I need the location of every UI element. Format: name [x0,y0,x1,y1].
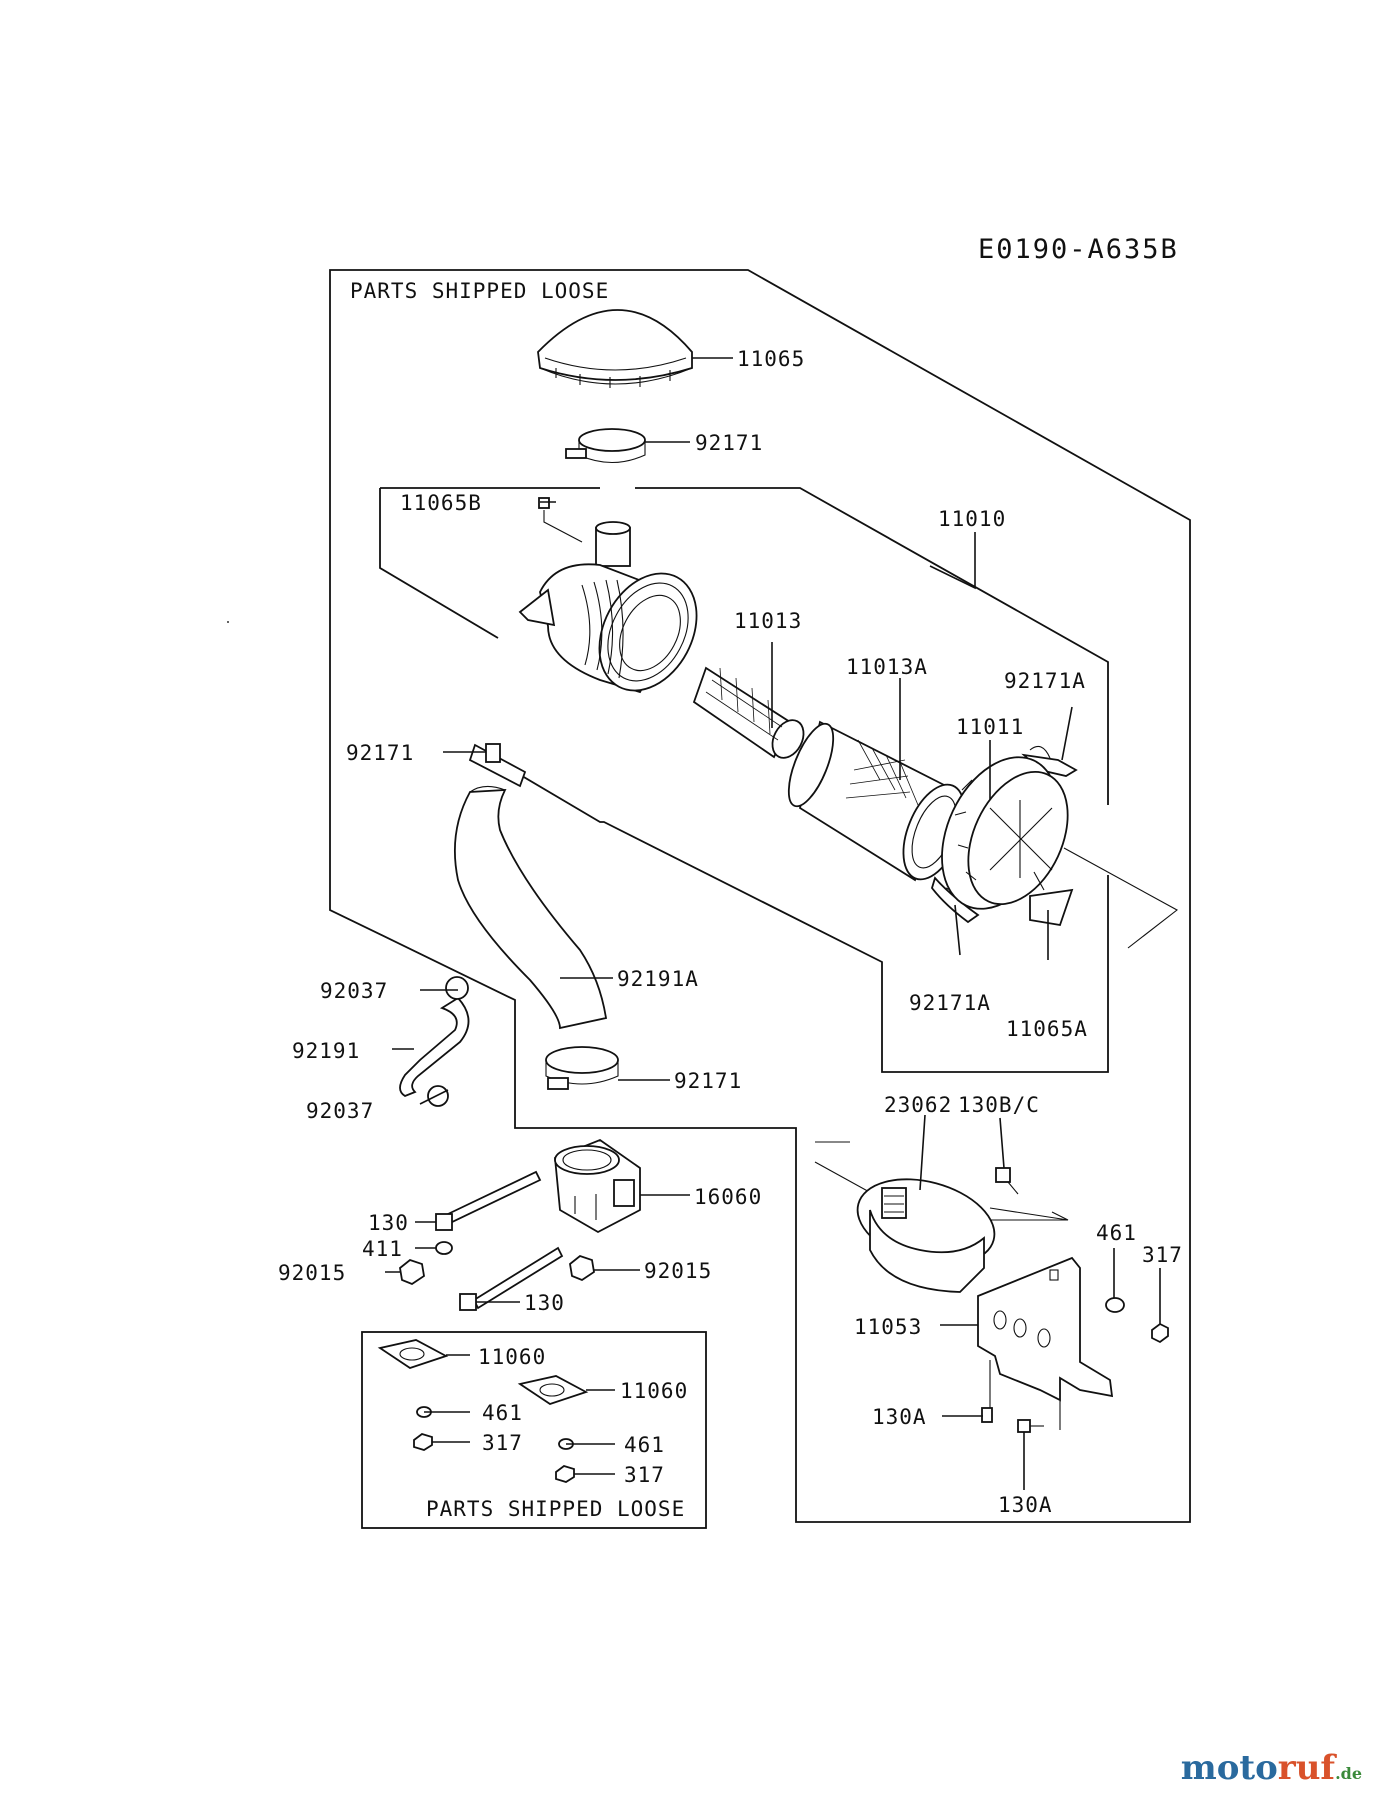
part-317-nut-right [1151,1322,1169,1344]
part-411-washer [435,1241,453,1255]
part-317-nut-a [413,1433,433,1451]
label-11060-a: 11060 [478,1345,546,1369]
label-461-a: 461 [482,1401,523,1425]
part-92015-nut-right [569,1254,595,1282]
label-461-b: 461 [624,1433,665,1457]
label-461-right: 461 [1096,1221,1137,1245]
label-11013: 11013 [734,609,802,633]
stray-dot [227,621,229,623]
part-130-bolt-upper [435,1170,542,1231]
part-11013-inner-element [692,666,805,759]
label-16060: 16060 [694,1185,762,1209]
watermark-part-c: .de [1335,1764,1362,1783]
label-92171A-top: 92171A [1004,669,1086,693]
label-11011: 11011 [956,715,1024,739]
part-92171-clamp-top [565,428,646,463]
part-317-nut-b [555,1465,575,1483]
label-317-b: 317 [624,1463,665,1487]
label-130A-a: 130A [872,1405,927,1429]
outline-parts-shipped-loose-bottom [361,1331,707,1529]
outline-11010-assembly [379,487,1109,1073]
label-11053: 11053 [854,1315,922,1339]
part-92015-nut-left [399,1258,425,1286]
part-92171-clamp-left [468,743,527,788]
part-461-washer-right [1105,1297,1125,1313]
bracket-11011 [1063,847,1178,949]
part-92191-small-hose [399,976,470,1107]
part-92171-clamp-bottom [545,1046,619,1090]
part-11065B-tab [538,497,583,543]
label-92171A-bottom: 92171A [909,991,991,1015]
label-92037-bottom: 92037 [306,1099,374,1123]
part-11065A-valve [1029,871,1074,927]
label-92015-right: 92015 [644,1259,712,1283]
part-130BC-bolt [995,1167,1019,1195]
label-11065B: 11065B [400,491,482,515]
leaders [385,357,1161,1490]
label-92171-top: 92171 [695,431,763,455]
label-317-a: 317 [482,1431,523,1455]
note-parts-shipped-loose-bottom: PARTS SHIPPED LOOSE [426,1497,685,1521]
label-130-b: 130 [524,1291,565,1315]
label-11065A: 11065A [1006,1017,1088,1041]
label-92171-bottom: 92171 [674,1069,742,1093]
part-16060-elbow [554,1138,641,1234]
part-130-bolt-lower [459,1246,564,1311]
label-130A-b: 130A [998,1493,1053,1517]
label-92015-left: 92015 [278,1261,346,1285]
note-parts-shipped-loose-top: PARTS SHIPPED LOOSE [350,279,609,303]
diagram-code: E0190-A635B [978,234,1179,265]
label-130BC: 130B/C [958,1093,1040,1117]
part-11060-gasket-b [517,1375,589,1405]
label-11065: 11065 [737,347,805,371]
label-92191A: 92191A [617,967,699,991]
site-watermark: motoruf.de [1181,1748,1362,1788]
label-11013A: 11013A [846,655,928,679]
outline-parts-shipped-loose-top [329,269,1191,1523]
label-411: 411 [362,1237,403,1261]
part-11060-gasket-a [377,1339,449,1369]
watermark-part-b: ruf [1277,1748,1336,1788]
part-11053-bracket [977,1256,1114,1430]
label-130-a: 130 [368,1211,409,1235]
watermark-part-a: moto [1180,1748,1278,1788]
label-317-right: 317 [1142,1243,1183,1267]
label-92191: 92191 [292,1039,360,1063]
label-92037-top: 92037 [320,979,388,1003]
part-11010-housing [518,521,698,694]
label-92171-left: 92171 [346,741,414,765]
label-23062: 23062 [884,1093,952,1117]
label-11060-b: 11060 [620,1379,688,1403]
part-130A-bolt-b [1017,1419,1044,1433]
part-130A-bolt-a [981,1407,993,1423]
part-11065-cap [537,309,693,388]
part-23062-band [856,1178,996,1293]
label-11010: 11010 [938,507,1006,531]
part-11011-cover [941,756,1069,910]
part-92191A-hose [453,785,608,1030]
